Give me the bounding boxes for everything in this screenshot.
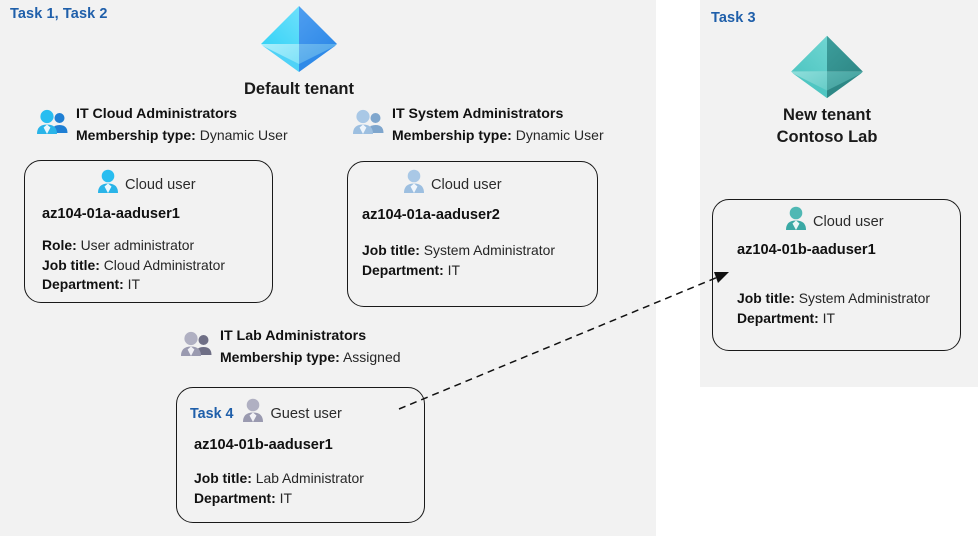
default-tenant-name: Default tenant <box>243 80 354 98</box>
group-users-icon <box>180 331 214 364</box>
attribute-label: Role: <box>42 237 77 253</box>
attribute-label: Job title: <box>194 470 252 486</box>
user-attributes: Role: User administrator Job title: Clou… <box>42 236 272 295</box>
card-header: Cloud user <box>403 169 597 200</box>
user-card-az104-01b-aaduser1-guest[interactable]: Task 4 Guest user az104-01b-aaduser1 Job… <box>176 387 425 523</box>
attribute-value: Cloud Administrator <box>103 256 225 273</box>
attribute-row: Job title: Cloud Administrator <box>42 256 272 276</box>
group-users-icon <box>352 109 386 142</box>
group-membership-label: Membership type: <box>392 126 512 143</box>
attribute-label: Department: <box>194 489 276 506</box>
user-card-az104-01a-aaduser1[interactable]: Cloud user az104-01a-aaduser1 Role: User… <box>24 160 273 303</box>
attribute-row: Department: IT <box>42 275 272 295</box>
attribute-label: Department: <box>362 261 444 278</box>
group-membership: Membership type: Dynamic User <box>76 127 288 143</box>
attribute-row: Department: IT <box>194 489 424 509</box>
attribute-label: Department: <box>42 276 124 293</box>
attribute-label: Department: <box>737 309 819 326</box>
user-principal-name: az104-01b-aaduser1 <box>194 437 333 453</box>
new-tenant-name-line2: Contoso Lab <box>776 127 878 146</box>
card-header: Task 4 Guest user <box>190 398 424 429</box>
attribute-value: System Administrator <box>423 242 555 258</box>
attribute-row: Department: IT <box>737 309 960 329</box>
user-card-az104-01a-aaduser2[interactable]: Cloud user az104-01a-aaduser2 Job title:… <box>347 161 598 307</box>
default-tenant-block: Default tenant <box>205 2 393 101</box>
user-attributes: Job title: System Administrator Departme… <box>737 289 960 328</box>
user-attributes: Job title: Lab Administrator Department:… <box>194 469 424 508</box>
group-name: IT Lab Administrators <box>220 328 367 344</box>
attribute-row: Job title: System Administrator <box>737 289 960 309</box>
cloud-user-icon <box>403 169 425 200</box>
user-card-az104-01b-aaduser1-new-tenant[interactable]: Cloud user az104-01b-aaduser1 Job title:… <box>712 199 961 351</box>
attribute-value: System Administrator <box>798 290 930 306</box>
cloud-user-icon <box>785 206 807 237</box>
attribute-label: Job title: <box>362 242 420 258</box>
user-principal-name: az104-01a-aaduser2 <box>362 207 500 223</box>
group-users-icon <box>36 109 70 142</box>
user-principal-name: az104-01a-aaduser1 <box>42 206 180 222</box>
card-header: Cloud user <box>785 206 960 237</box>
attribute-row: Job title: System Administrator <box>362 241 597 261</box>
user-type-label: Guest user <box>270 405 342 422</box>
user-type-label: Cloud user <box>125 176 196 193</box>
group-it-lab-administrators: IT Lab Administrators Membership type: A… <box>180 325 401 368</box>
attribute-row: Department: IT <box>362 261 597 281</box>
new-tenant-name-line1: New tenant <box>782 106 871 124</box>
attribute-value: IT <box>127 276 141 293</box>
user-attributes: Job title: System Administrator Departme… <box>362 241 597 280</box>
attribute-row: Role: User administrator <box>42 236 272 256</box>
attribute-value: IT <box>447 261 461 278</box>
group-membership: Membership type: Dynamic User <box>392 127 604 143</box>
group-membership: Membership type: Assigned <box>220 349 401 365</box>
user-type-label: Cloud user <box>813 213 884 230</box>
attribute-label: Job title: <box>42 256 100 273</box>
task-label-4: Task 4 <box>190 405 234 422</box>
guest-user-icon <box>242 398 264 429</box>
group-it-cloud-administrators: IT Cloud Administrators Membership type:… <box>36 103 288 146</box>
group-membership-label: Membership type: <box>76 126 196 143</box>
attribute-label: Job title: <box>737 290 795 306</box>
default-tenant-panel <box>0 0 656 536</box>
user-type-label: Cloud user <box>431 176 502 193</box>
group-membership-value: Assigned <box>342 348 401 365</box>
group-membership-value: Dynamic User <box>515 126 604 143</box>
group-name: IT System Administrators <box>392 106 564 122</box>
card-header: Cloud user <box>97 169 272 200</box>
task-label-3: Task 3 <box>711 10 756 26</box>
group-it-system-administrators: IT System Administrators Membership type… <box>352 103 604 146</box>
attribute-value: Lab Administrator <box>255 470 364 486</box>
task-label-1-2: Task 1, Task 2 <box>10 6 108 22</box>
attribute-row: Job title: Lab Administrator <box>194 469 424 489</box>
attribute-value: IT <box>822 309 836 326</box>
attribute-value: IT <box>279 489 293 506</box>
azure-ad-tenant-icon <box>791 35 863 99</box>
cloud-user-icon <box>97 169 119 200</box>
new-tenant-block: New tenant Contoso Lab <box>733 32 921 149</box>
group-membership-label: Membership type: <box>220 348 340 365</box>
user-principal-name: az104-01b-aaduser1 <box>737 242 876 258</box>
attribute-value: User administrator <box>80 237 195 253</box>
azure-ad-tenant-icon <box>261 6 337 72</box>
group-name: IT Cloud Administrators <box>76 106 238 122</box>
group-membership-value: Dynamic User <box>199 126 288 143</box>
